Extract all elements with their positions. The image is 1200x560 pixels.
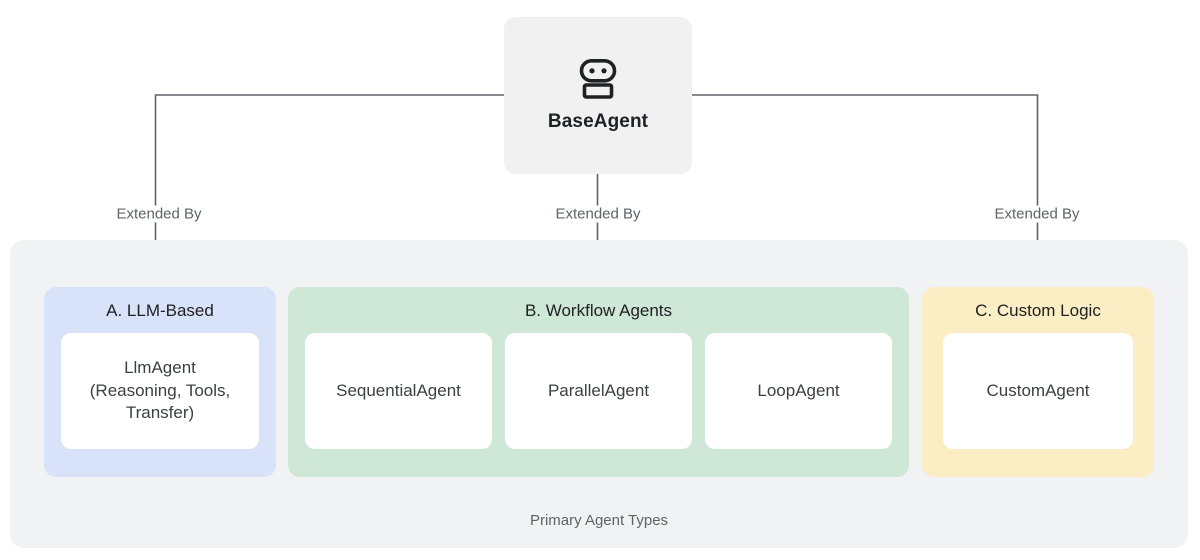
card-sequential-agent[interactable]: SequentialAgent xyxy=(305,333,492,449)
card-parallel-agent[interactable]: ParallelAgent xyxy=(505,333,692,449)
group-title-a: A. LLM-Based xyxy=(106,301,214,320)
group-b-cards: SequentialAgent ParallelAgent LoopAgent xyxy=(288,333,909,449)
group-title-b: B. Workflow Agents xyxy=(524,301,673,320)
edge-label-right: Extended By xyxy=(989,205,1085,223)
robot-icon xyxy=(576,58,620,99)
group-llm-based[interactable]: A. LLM-Based LlmAgent(Reasoning, Tools,T… xyxy=(44,287,276,477)
base-agent-node[interactable]: BaseAgent xyxy=(504,17,692,174)
panel-caption: Primary Agent Types xyxy=(529,512,669,529)
group-title-c: C. Custom Logic xyxy=(975,301,1101,320)
card-llm-agent[interactable]: LlmAgent(Reasoning, Tools,Transfer) xyxy=(61,333,259,449)
edge-label-middle: Extended By xyxy=(550,205,646,223)
base-agent-label: BaseAgent xyxy=(547,110,649,132)
card-custom-agent[interactable]: CustomAgent xyxy=(943,333,1133,449)
group-custom-logic[interactable]: C. Custom Logic CustomAgent xyxy=(922,287,1154,477)
group-c-cards: CustomAgent xyxy=(922,333,1154,449)
card-loop-agent[interactable]: LoopAgent xyxy=(705,333,892,449)
group-workflow-agents[interactable]: B. Workflow Agents SequentialAgent Paral… xyxy=(288,287,909,477)
edge-label-left: Extended By xyxy=(111,205,207,223)
group-a-cards: LlmAgent(Reasoning, Tools,Transfer) xyxy=(44,333,276,449)
